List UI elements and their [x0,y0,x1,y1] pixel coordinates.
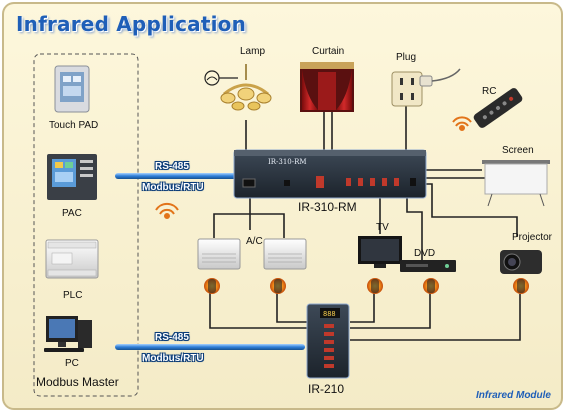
svg-text:888: 888 [323,310,336,318]
plc-label: PLC [63,290,83,301]
tv-label: TV [376,222,389,233]
diagram-canvas: IR-310-RM 888 [33,53,550,397]
rc-image [473,88,523,128]
modbus-master-group [33,53,139,397]
curtain-label: Curtain [312,46,345,57]
ac-unit-right [263,238,307,270]
pac-image [47,154,97,200]
pc-image [44,316,92,352]
dvd-image [400,260,456,272]
lamp-image [204,64,272,111]
screen-image [482,160,550,207]
touch-pad-image [54,65,90,113]
wiring [209,106,521,341]
ir-310-rm-label: IR-310-RM [298,200,357,214]
plug-label: Plug [396,52,417,63]
ir-emitters [204,278,529,294]
modbus-master-label: Modbus Master [36,375,119,389]
lower-bus-cable [115,344,305,350]
footer-label: Infrared Module [475,390,551,401]
ir-210-device: 888 [306,303,350,379]
upper-bus-mode: Modbus/RTU [142,182,204,193]
screen-label: Screen [502,145,534,156]
touch-pad-label: Touch PAD [49,120,99,131]
curtain-image [300,62,354,112]
plug-image [391,68,461,107]
ir-310-rm-device [233,149,427,199]
lower-bus-protocol: RS-485 [155,332,189,343]
lamp-label: Lamp [240,46,266,57]
projector-label: Projector [512,232,553,243]
ac-label: A/C [246,236,263,247]
upper-bus-protocol: RS-485 [155,161,189,172]
upper-bus-cable [115,173,237,179]
ir-310-rm-plate: IR-310-RM [268,158,307,166]
rc-label: RC [482,86,497,97]
diagram-frame: IR-310-RM 888 [2,2,563,410]
lower-bus-mode: Modbus/RTU [142,353,204,364]
ir-210-label: IR-210 [308,382,345,396]
pac-label: PAC [62,208,82,219]
plc-image [45,239,99,279]
pc-label: PC [65,358,79,369]
tv-image [358,236,402,268]
ac-unit-left [197,238,241,270]
dvd-label: DVD [414,248,436,259]
projector-image [500,250,542,274]
page-title: Infrared Application [16,12,247,36]
ir-signal-icons [155,116,472,219]
